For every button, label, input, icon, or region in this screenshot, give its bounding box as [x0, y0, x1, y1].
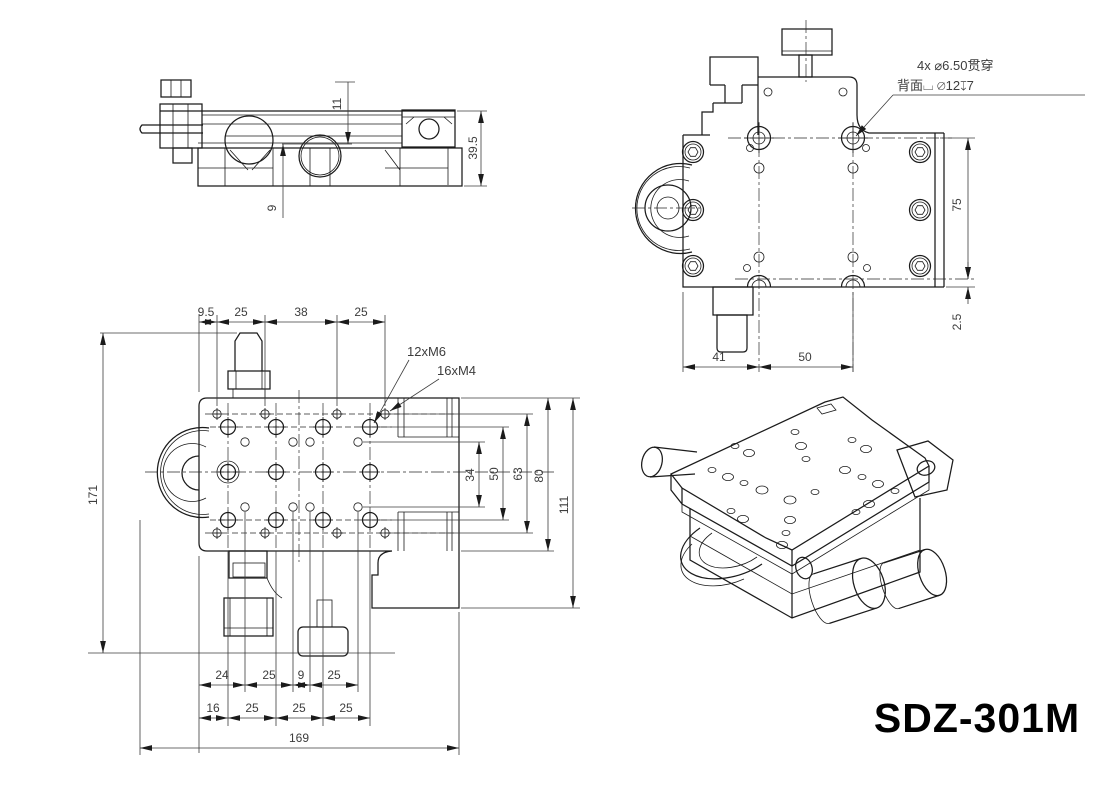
svg-text:9: 9: [298, 668, 305, 682]
screw: [681, 198, 705, 222]
m4-holes: [211, 408, 391, 539]
plan-top-stem: [227, 332, 271, 399]
side-view: 11 9 39.5: [139, 79, 487, 218]
svg-text:25: 25: [339, 701, 353, 715]
back-dim-41: 41: [712, 350, 726, 364]
callout-line2: 背面⌴ ⌀12↧7: [897, 78, 974, 93]
left-clamp: [139, 79, 203, 164]
plan-dim-171: 171: [86, 485, 100, 505]
svg-text:80: 80: [532, 469, 546, 483]
socket-screws: [681, 140, 932, 278]
back-view: 75 2.5 41 50 4x ⌀6.50贯穿 背面⌴ ⌀12↧7: [632, 20, 1085, 372]
side-dim-9: 9: [265, 204, 279, 211]
plan-bottom-dims: 24 25 9 25 16 25 25 25 169: [139, 512, 460, 755]
back-dim-50: 50: [798, 350, 812, 364]
screw: [908, 254, 932, 278]
iso-top-holes: [707, 428, 900, 550]
svg-text:111: 111: [557, 496, 571, 515]
iso-c-bracket: [680, 527, 763, 587]
hole-callout: 4x ⌀6.50贯穿 背面⌴ ⌀12↧7: [855, 58, 1085, 137]
back-dim-75: 75: [950, 198, 964, 212]
svg-text:16: 16: [206, 701, 220, 715]
svg-text:38: 38: [294, 305, 308, 319]
svg-text:24: 24: [215, 668, 229, 682]
screw: [908, 140, 932, 164]
plan-c-knob: [156, 426, 210, 519]
svg-text:25: 25: [292, 701, 306, 715]
plan-view: 12xM6 16xM4 9.5 25 38 25 171: [86, 305, 580, 755]
side-dim-39-5: 39.5: [466, 136, 480, 160]
callout-line1: 4x ⌀6.50贯穿: [917, 58, 993, 73]
screw: [908, 198, 932, 222]
svg-text:25: 25: [262, 668, 276, 682]
label-12xM6: 12xM6: [407, 344, 446, 359]
end-block-hole: [418, 118, 440, 140]
plan-right-dims: 34 50 63 80 111: [363, 397, 580, 609]
plan-dim-169: 169: [289, 731, 309, 745]
part-number: SDZ-301M: [873, 695, 1081, 741]
svg-text:25: 25: [354, 305, 368, 319]
svg-text:25: 25: [234, 305, 248, 319]
screw: [681, 140, 705, 164]
screw: [681, 254, 705, 278]
counterbore-holes: [743, 123, 871, 288]
svg-text:25: 25: [245, 701, 259, 715]
iso-knob-2: [879, 548, 948, 610]
svg-text:25: 25: [327, 668, 341, 682]
plan-lower-mech: [223, 550, 349, 657]
m6-holes: [216, 417, 380, 530]
shaft: [139, 124, 203, 134]
back-c-knob: [632, 162, 700, 255]
bottom-screw: [712, 286, 754, 353]
iso-view: [641, 396, 954, 624]
thread-callouts: 12xM6 16xM4: [373, 344, 476, 424]
side-knob-1: [224, 115, 274, 165]
iso-left-knob: [641, 446, 698, 478]
iso-rail-block: [896, 440, 954, 498]
plan-left-dim: 171: [86, 332, 395, 654]
side-knob-2: [298, 134, 342, 178]
svg-text:34: 34: [463, 468, 477, 482]
svg-text:50: 50: [487, 467, 501, 481]
plan-top-dims: 9.5 25 38 25: [198, 305, 386, 406]
svg-text:9.5: 9.5: [198, 305, 215, 319]
back-dim-2-5: 2.5: [950, 313, 964, 330]
svg-text:63: 63: [511, 467, 525, 481]
side-dim-11: 11: [330, 97, 344, 110]
label-16xM4: 16xM4: [437, 363, 476, 378]
